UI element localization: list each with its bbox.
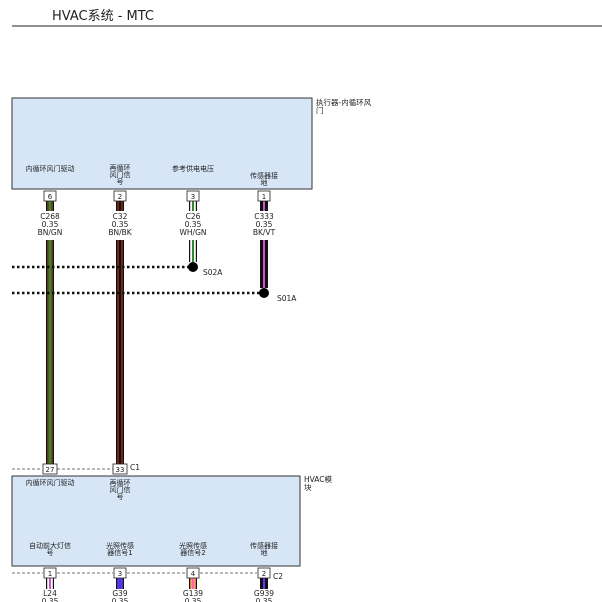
module-actuator-name-line2: 门: [316, 106, 324, 115]
wires: [46, 201, 268, 589]
wire-gauge-G939: 0.35: [256, 597, 273, 602]
c1-pin-27: 27: [42, 463, 58, 475]
actuator-pin-label-6-line1: 内循环风门驱动: [26, 164, 75, 173]
hvac-bottom-label-3-line1: 光照传感: [106, 541, 134, 550]
hvac-bottom-label-4-line1: 光照传感: [179, 541, 207, 550]
actuator-pin-2-number: 2: [118, 193, 122, 201]
c1-pin-27-number: 27: [46, 466, 55, 474]
wire-id-L24: L24: [43, 589, 57, 598]
hvac-bottom-label-1-line1: 自动前大灯信: [29, 541, 71, 550]
wire-id-G39: G39: [112, 589, 128, 598]
actuator-pin-6-number: 6: [48, 193, 53, 201]
wire-labels: C2680.35BN/GNC320.35BN/BKC260.35WH/GNC33…: [38, 212, 276, 602]
wire-gauge-L24: 0.35: [42, 597, 59, 602]
hvac-pin-2: 2: [257, 567, 271, 579]
actuator-pin-label-1-line1: 传感器接: [250, 171, 278, 180]
wire-gauge-G139: 0.35: [185, 597, 202, 602]
hvac-bottom-label-4-line2: 器信号2: [180, 548, 205, 557]
c1-pin-33: 33: [112, 463, 128, 475]
wire-stub-G39: [116, 578, 124, 589]
wire-id-G939: G939: [254, 589, 274, 598]
hvac-pin-2-number: 2: [262, 570, 266, 578]
wire-stub-G139: [189, 578, 197, 589]
actuator-pin-3: 3: [186, 190, 200, 202]
wire-id-C32: C32: [113, 212, 128, 221]
module-hvac-name-line1: HVAC模: [304, 474, 333, 484]
hvac-bottom-label-1-line2: 号: [47, 549, 54, 557]
c1-pin-33-number: 33: [116, 466, 125, 474]
module-actuator-box: [11, 97, 313, 190]
hvac-pin-4: 4: [186, 567, 200, 579]
connector-pins: 6 2 3 1 27 33 1 3 4 2: [42, 190, 271, 579]
wire-id-G139: G139: [183, 589, 203, 598]
wire-gauge-C26: 0.35: [185, 220, 202, 229]
actuator-pin-2: 2: [113, 190, 127, 202]
wire-stub-G939: [260, 578, 268, 589]
wire-color-C333: BK/VT: [253, 228, 276, 237]
module-actuator-name-line1: 执行器-内循环风: [316, 97, 372, 107]
hvac-bottom-label-2-line1: 传感器接: [250, 541, 278, 550]
wire-gauge-C32: 0.35: [112, 220, 129, 229]
actuator-pin-6: 6: [43, 190, 57, 202]
actuator-pin-label-2-line1: 再循环: [110, 163, 131, 172]
connector-c2-label: C2: [273, 572, 283, 581]
wire-stub-C26: [189, 201, 197, 211]
hvac-top-label-1-line1: 内循环风门驱动: [26, 478, 75, 487]
wire-C268: [46, 240, 54, 464]
hvac-top-label-2-line2: 风门信: [110, 485, 131, 494]
wire-stub-C268: [46, 201, 54, 211]
hvac-pin-1: 1: [43, 567, 57, 579]
wire-C26: [189, 240, 197, 262]
actuator-pin-1-number: 1: [262, 193, 266, 201]
module-hvac-name-line2: 块: [304, 482, 312, 492]
wire-color-C32: BN/BK: [108, 228, 132, 237]
wire-id-C268: C268: [40, 212, 60, 221]
actuator-pin-label-2-line3: 号: [117, 178, 124, 186]
wire-C32: [116, 240, 124, 464]
hvac-pin-4-number: 4: [191, 570, 196, 578]
wire-gauge-C333: 0.35: [256, 220, 273, 229]
connector-c1-label: C1: [130, 463, 140, 472]
wire-id-C333: C333: [254, 212, 274, 221]
wire-C333: [260, 240, 268, 288]
wire-color-C268: BN/GN: [38, 228, 63, 237]
actuator-pin-label-2-line2: 风门信: [110, 170, 131, 179]
splice-s02a-dot: [188, 262, 198, 272]
actuator-pin-3-number: 3: [191, 193, 195, 201]
actuator-pin-1: 1: [257, 190, 271, 202]
module-hvac-pin-labels: 内循环风门驱动再循环风门信号自动前大灯信号光照传感器信号1光照传感器信号2传感器…: [26, 478, 279, 557]
splice-s01a-dot: [259, 288, 269, 298]
hvac-pin-1-number: 1: [48, 570, 52, 578]
page-title: HVAC系统 - MTC: [52, 9, 154, 24]
hvac-bottom-label-2-line2: 地: [261, 548, 268, 557]
splice-s01a-label: S01A: [277, 294, 297, 303]
module-hvac-box: [11, 475, 301, 567]
hvac-top-label-2-line3: 号: [117, 493, 124, 501]
wire-stub-L24: [46, 578, 54, 589]
hvac-bottom-label-3-line2: 器信号1: [107, 548, 132, 557]
wire-id-C26: C26: [186, 212, 201, 221]
splice-s02a-label: S02A: [203, 268, 223, 277]
wire-gauge-C268: 0.35: [42, 220, 59, 229]
hvac-pin-3: 3: [113, 567, 127, 579]
wire-stub-C333: [260, 201, 268, 211]
wire-stub-C32: [116, 201, 124, 211]
hvac-top-label-2-line1: 再循环: [110, 478, 131, 487]
actuator-pin-label-3-line1: 参考供电电压: [172, 164, 214, 173]
actuator-pin-label-1-line2: 地: [261, 178, 268, 187]
wire-color-C26: WH/GN: [179, 228, 206, 237]
wire-gauge-G39: 0.35: [112, 597, 129, 602]
hvac-pin-3-number: 3: [118, 570, 122, 578]
